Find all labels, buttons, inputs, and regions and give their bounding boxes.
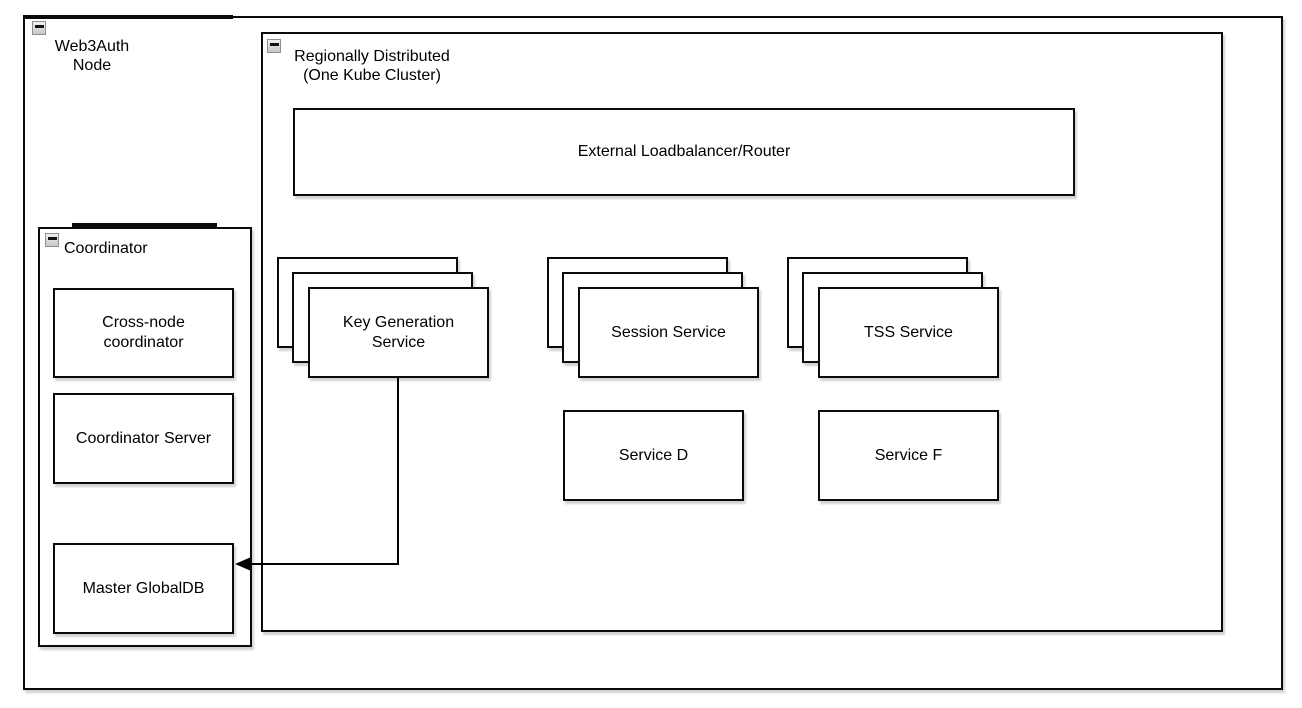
collapse-icon[interactable] [267,39,281,53]
node-session-service[interactable]: Session Service [578,287,759,378]
node-label: Coordinator Server [75,429,212,447]
node-label: Master GlobalDB [82,579,205,597]
minus-glyph-icon [48,237,57,240]
minus-glyph-icon [270,43,279,46]
node-cross-node-coordinator[interactable]: Cross-node coordinator [53,288,234,378]
group-title-regionally-distributed: Regionally Distributed (One Kube Cluster… [294,48,450,84]
node-master-globaldb[interactable]: Master GlobalDB [53,543,234,634]
group-title-web3auth-node: Web3Auth Node [54,38,130,74]
node-external-loadbalancer[interactable]: External Loadbalancer/Router [293,108,1075,196]
minus-glyph-icon [35,25,44,28]
hidden-box-top-edge [72,223,217,228]
node-label: Key Generation Service [342,313,455,351]
node-label: Service F [874,446,943,464]
node-coordinator-server[interactable]: Coordinator Server [53,393,234,484]
node-tss-service[interactable]: TSS Service [818,287,999,378]
node-label: Service D [618,446,689,464]
collapse-icon[interactable] [45,233,59,247]
group-title-coordinator: Coordinator [64,240,148,257]
node-label: TSS Service [864,323,953,341]
node-service-d[interactable]: Service D [563,410,744,501]
node-label: External Loadbalancer/Router [577,143,791,160]
node-label: Cross-node coordinator [102,314,185,351]
node-label: Session Service [611,323,726,341]
hidden-box-top-edge [23,15,233,19]
collapse-icon[interactable] [32,21,46,35]
node-key-generation-service[interactable]: Key Generation Service [308,287,489,378]
node-service-f[interactable]: Service F [818,410,999,501]
